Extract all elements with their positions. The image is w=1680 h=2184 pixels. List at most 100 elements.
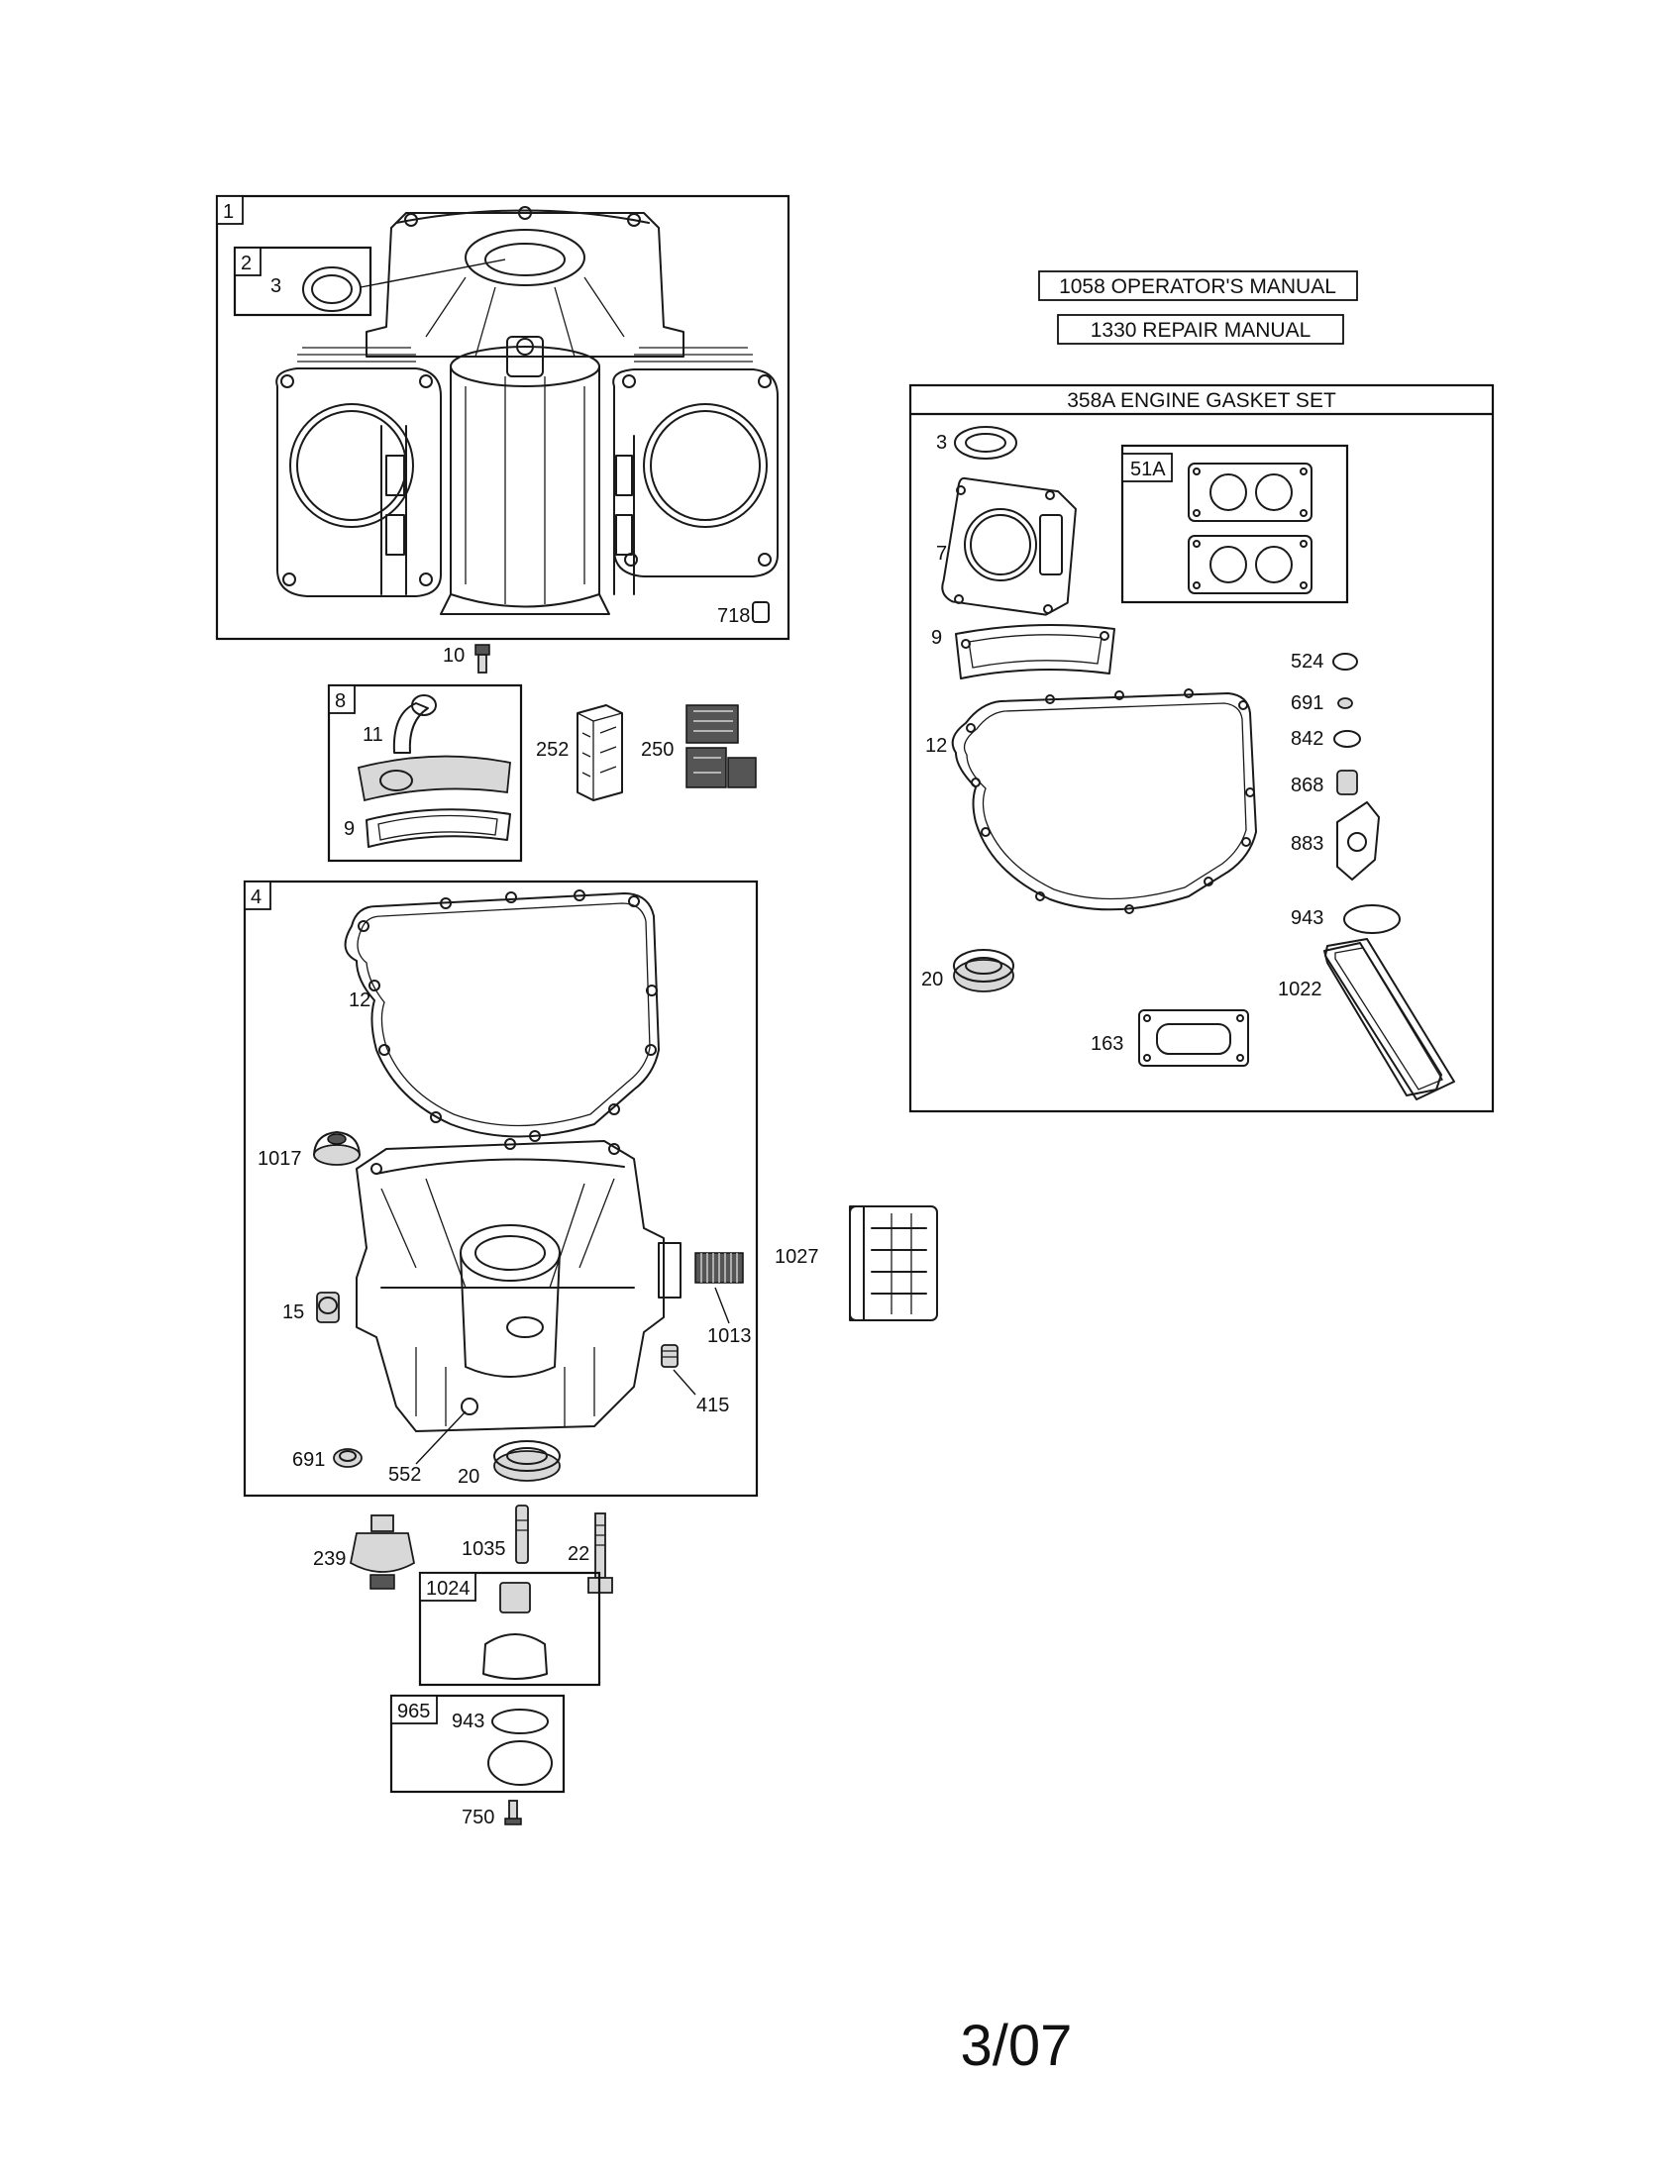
cylinder-group: 1 2 3 [215,194,790,641]
head-gasket-7 [941,476,1077,616]
drain-plug-552 [461,1398,478,1415]
repair-manual-box [1057,314,1344,345]
part-label-1035: 1035 [462,1538,506,1560]
breather-gasket-9 [955,624,1115,679]
cover-group: 965 943 [389,1694,566,1794]
part-label-1013: 1013 [707,1325,752,1347]
cylinder-group-frame [215,194,790,641]
seal-ring-inner [311,274,353,304]
intake-gasket-upper [1188,463,1312,522]
gasket-label-1022: 1022 [1278,979,1322,1000]
oil-fill-group: 1024 [418,1571,601,1687]
sump-group: 4 12 1017 15 [243,880,759,1498]
crankcase-gasket-12 [951,688,1257,914]
sump-group-frame [243,880,759,1498]
part-label-252: 252 [536,739,569,761]
oil-filter-nipple-1013 [694,1252,744,1284]
part-label-22: 22 [568,1543,589,1565]
group-tag-8 [328,684,356,714]
gasket-883 [1336,801,1380,881]
part-label-750: 750 [462,1807,494,1828]
kit-2-frame [233,246,372,317]
leader-line-1013 [714,1287,730,1324]
gasket-set-frame [908,383,1495,1113]
breather-filter-252 [577,704,623,801]
gasket-set-group: 358A ENGINE GASKET SET 3 51A 7 9 [908,383,1495,1113]
gasket-label-20: 20 [921,969,943,990]
plug-691-kit [1337,697,1353,709]
part-label-15: 15 [282,1301,304,1323]
gasket-seal-3-inner [965,433,1006,453]
breather-cover-boss [379,770,413,791]
gasket-label-524: 524 [1291,651,1323,673]
oil-filter-1027 [849,1205,938,1321]
o-ring-943 [491,1709,549,1734]
breather-cover [357,755,511,802]
group-tag-4-label: 4 [251,886,262,908]
group-tag-1-label: 1 [223,201,234,223]
part-label-11: 11 [363,724,383,746]
sump-gasket [344,889,660,1142]
leader-line-3 [360,259,506,288]
bolt-10 [474,644,490,674]
screw-750 [504,1800,522,1825]
group-tag-1 [216,195,244,225]
part-label-718: 718 [717,605,750,627]
oil-fill-cap [499,1582,531,1613]
leader-line-552 [415,1410,467,1465]
dowel-pin-1035 [515,1505,529,1564]
oil-plug-1017 [313,1131,361,1166]
cover-group-frame [389,1694,566,1794]
part-label-12: 12 [349,989,370,1011]
fitting-415 [661,1344,679,1368]
gasket-label-7: 7 [936,543,947,565]
gasket-label-12: 12 [925,735,947,757]
gasket-label-163: 163 [1091,1033,1123,1055]
o-ring-943-kit [1343,904,1401,934]
gasket-label-9: 9 [931,627,942,649]
breather-gasket [366,808,511,848]
kit-tag-51a-label: 51A [1130,459,1166,480]
intake-gasket-lower [1188,535,1312,594]
part-label-239: 239 [313,1548,346,1570]
part-label-1017: 1017 [258,1148,302,1170]
valve-cover-gasket-1022 [1323,938,1455,1100]
group-tag-1024-label: 1024 [426,1578,471,1600]
part-label-415: 415 [696,1395,729,1416]
group-tag-965-label: 965 [397,1701,430,1722]
breather-group: 8 11 9 [327,683,523,863]
oil-seal-20-kit [953,949,1014,992]
dowel-pin [752,601,770,623]
page-date-code: 3/07 [961,2014,1073,2078]
cylinder-block [275,206,779,615]
gasket-163 [1138,1009,1249,1067]
operators-manual-box [1038,270,1358,301]
group-tag-8-label: 8 [335,690,346,712]
group-tag-2-label: 2 [241,253,252,274]
breather-tube-end [411,694,437,716]
part-label-1027: 1027 [775,1246,819,1268]
gasket-label-883: 883 [1291,833,1323,855]
gasket-set-title: 358A ENGINE GASKET SET [1067,389,1336,412]
oil-fill-tube [482,1633,548,1680]
cover-plate [487,1740,553,1786]
gasket-seal-3 [954,426,1017,460]
seal-ring [302,266,362,312]
group-tag-2 [234,247,262,276]
gasket-label-943: 943 [1291,907,1323,929]
part-label-552: 552 [388,1464,421,1486]
group-tag-1024 [419,1572,476,1602]
gasket-label-691: 691 [1291,692,1323,714]
part-label-943: 943 [452,1711,484,1732]
group-tag-4 [244,881,271,910]
sump-base [356,1138,682,1432]
repair-manual-label: 1330 REPAIR MANUAL [1091,319,1312,342]
part-label-3: 3 [270,275,281,297]
part-label-20: 20 [458,1466,479,1488]
breather-group-frame [327,683,523,863]
part-label-9: 9 [344,818,355,840]
operators-manual-label: 1058 OPERATOR'S MANUAL [1059,275,1336,298]
gasket-label-842: 842 [1291,728,1323,750]
kit-tag-51a [1121,453,1173,482]
